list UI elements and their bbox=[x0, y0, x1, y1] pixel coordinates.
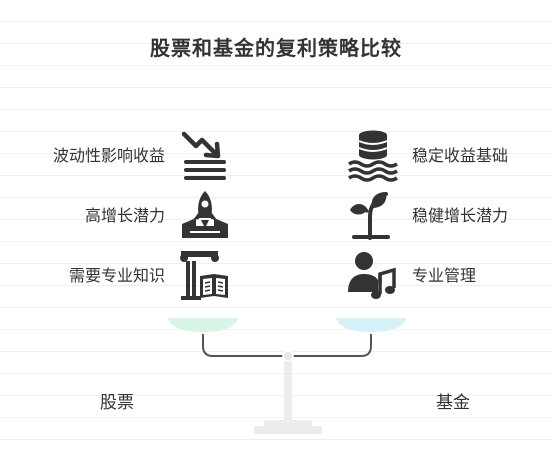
scale-pole bbox=[284, 356, 292, 424]
fund-item-management-label: 专业管理 bbox=[412, 266, 477, 285]
sprout-icon bbox=[346, 188, 400, 242]
column-book-icon bbox=[178, 248, 232, 302]
rocket-launch-icon bbox=[178, 188, 232, 242]
user-music-icon bbox=[346, 248, 400, 302]
fund-side-label: 基金 bbox=[436, 393, 470, 413]
scale-base bbox=[254, 426, 322, 434]
fund-item-growth-label: 稳健增长潜力 bbox=[412, 206, 509, 225]
fund-item-stable-label: 稳定收益基础 bbox=[412, 146, 509, 165]
stock-item-volatility-label: 波动性影响收益 bbox=[52, 146, 165, 165]
stock-item-knowledge-label: 需要专业知识 bbox=[68, 266, 165, 285]
trending-down-icon bbox=[178, 128, 232, 182]
fund-pan bbox=[336, 318, 406, 332]
coin-stack-icon bbox=[346, 128, 400, 182]
stock-side-label: 股票 bbox=[100, 393, 134, 413]
scale-base-top bbox=[264, 420, 312, 426]
stock-pan bbox=[168, 318, 238, 332]
stock-item-growth-label: 高增长潜力 bbox=[84, 206, 165, 225]
scale-pivot bbox=[282, 350, 294, 362]
page-title: 股票和基金的复利策略比较 bbox=[150, 36, 402, 60]
